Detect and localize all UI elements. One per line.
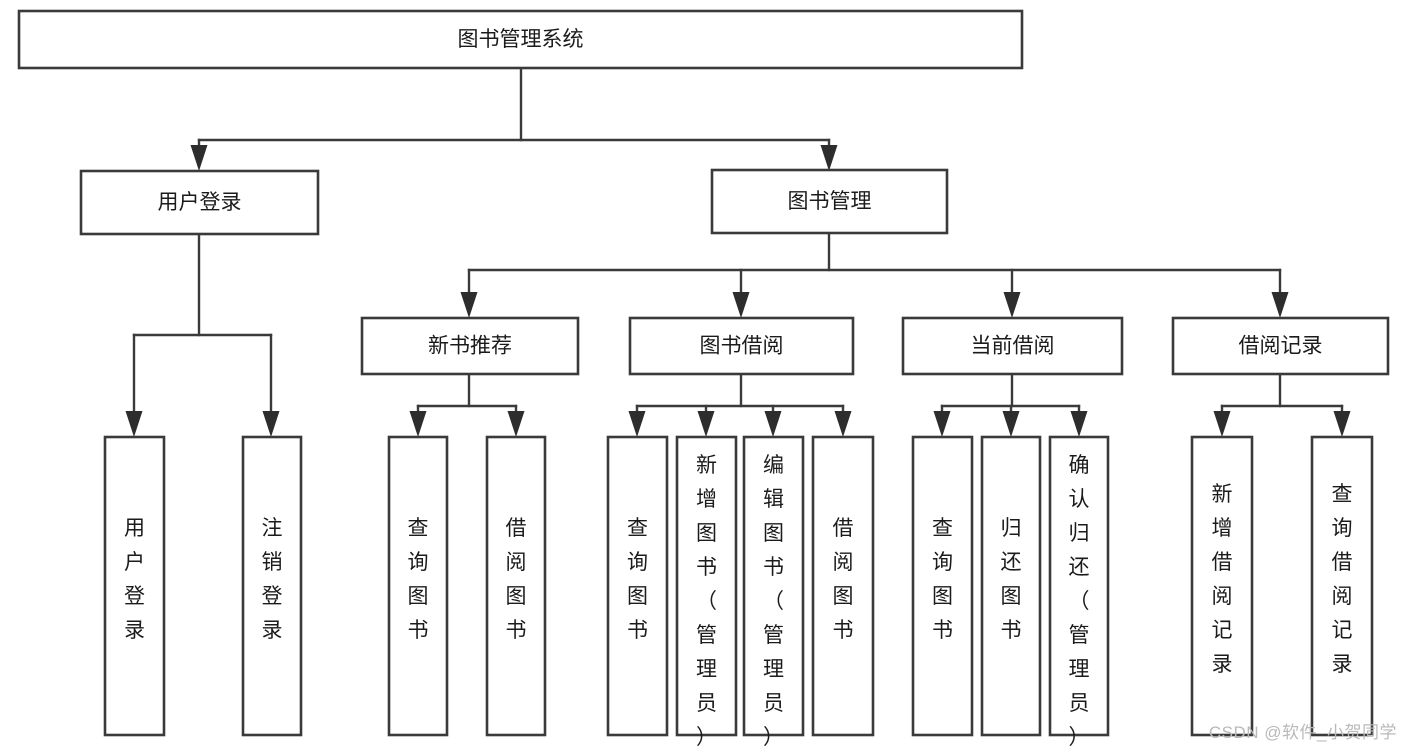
node-leaf-query-record[interactable]: 查询借阅记录 xyxy=(1310,435,1374,737)
node-box[interactable] xyxy=(360,316,580,376)
node-leaf-borrow-book-1[interactable]: 借阅图书 xyxy=(485,435,547,737)
node-box[interactable] xyxy=(1310,435,1374,737)
arrowhead-icon xyxy=(1333,411,1351,437)
arrowhead-icon xyxy=(628,411,646,437)
node-leaf-query-book-3[interactable]: 查询图书 xyxy=(911,435,974,737)
node-label: 新书推荐 xyxy=(428,335,512,358)
arrowhead-icon xyxy=(1002,411,1020,437)
node-label: 当前借阅 xyxy=(971,335,1055,358)
connector-group-book-borrow xyxy=(628,372,852,437)
connector-group-book-manage xyxy=(460,231,1289,318)
node-box[interactable] xyxy=(1190,435,1254,737)
arrowhead-icon xyxy=(262,411,280,437)
node-box[interactable] xyxy=(980,435,1042,737)
arrowhead-icon xyxy=(1003,292,1021,318)
node-box[interactable] xyxy=(1171,316,1390,376)
node-label: 查询图书 xyxy=(408,517,429,642)
node-user-login[interactable]: 用户登录 xyxy=(79,169,320,236)
arrowhead-icon xyxy=(732,292,750,318)
node-layer: 图书管理系统用户登录图书管理新书推荐图书借阅当前借阅借阅记录用户登录注销登录查询… xyxy=(17,9,1390,747)
node-label: 借阅记录 xyxy=(1239,335,1323,358)
arrowhead-icon xyxy=(1213,411,1231,437)
node-box[interactable] xyxy=(911,435,974,737)
node-label: 图书管理系统 xyxy=(458,28,584,51)
node-label: 图书借阅 xyxy=(700,335,784,358)
watermark-text: CSDN @软件_小贺同学 xyxy=(1208,723,1397,742)
node-label: 确认归还（管理员） xyxy=(1069,454,1090,747)
node-label: 借阅图书 xyxy=(506,517,527,642)
node-leaf-logout[interactable]: 注销登录 xyxy=(241,435,303,737)
arrowhead-icon xyxy=(190,145,208,171)
node-current-borrow[interactable]: 当前借阅 xyxy=(901,316,1124,376)
node-leaf-edit-book[interactable]: 编辑图书（管理员） xyxy=(742,435,805,747)
node-box[interactable] xyxy=(1048,435,1110,737)
arrowhead-icon xyxy=(1271,292,1289,318)
node-box[interactable] xyxy=(628,316,855,376)
connector-group-borrow-record xyxy=(1213,372,1351,437)
node-box[interactable] xyxy=(811,435,875,737)
node-box[interactable] xyxy=(901,316,1124,376)
node-label: 查询图书 xyxy=(932,517,953,642)
node-label: 编辑图书（管理员） xyxy=(763,454,784,747)
arrowhead-icon xyxy=(409,411,427,437)
node-borrow-record[interactable]: 借阅记录 xyxy=(1171,316,1390,376)
arrowhead-icon xyxy=(697,411,715,437)
node-label: 查询图书 xyxy=(627,517,648,642)
connector-layer xyxy=(125,66,1351,437)
node-label: 用户登录 xyxy=(158,191,242,214)
node-leaf-add-record[interactable]: 新增借阅记录 xyxy=(1190,435,1254,737)
node-box[interactable] xyxy=(241,435,303,737)
node-leaf-return-book[interactable]: 归还图书 xyxy=(980,435,1042,737)
arrowhead-icon xyxy=(834,411,852,437)
node-label: 查询借阅记录 xyxy=(1332,483,1353,676)
node-leaf-add-book[interactable]: 新增图书（管理员） xyxy=(675,435,738,747)
node-label: 图书管理 xyxy=(788,190,872,213)
arrowhead-icon xyxy=(507,411,525,437)
node-book-manage[interactable]: 图书管理 xyxy=(710,168,949,235)
node-label: 归还图书 xyxy=(1001,517,1022,642)
node-box[interactable] xyxy=(606,435,669,737)
node-new-book-rec[interactable]: 新书推荐 xyxy=(360,316,580,376)
node-label: 新增图书（管理员） xyxy=(696,454,717,747)
node-leaf-borrow-book-2[interactable]: 借阅图书 xyxy=(811,435,875,737)
node-label: 注销登录 xyxy=(262,517,283,642)
connector-group-user-login xyxy=(125,232,280,437)
node-box[interactable] xyxy=(710,168,949,235)
node-box[interactable] xyxy=(742,435,805,737)
node-label: 用户登录 xyxy=(124,517,145,642)
arrowhead-icon xyxy=(460,292,478,318)
connector-group-new-book-rec xyxy=(409,372,525,437)
node-leaf-query-book-1[interactable]: 查询图书 xyxy=(387,435,449,737)
node-book-borrow[interactable]: 图书借阅 xyxy=(628,316,855,376)
arrowhead-icon xyxy=(1070,411,1088,437)
node-leaf-user-login[interactable]: 用户登录 xyxy=(103,435,166,737)
node-box[interactable] xyxy=(79,169,320,236)
arrowhead-icon xyxy=(125,411,143,437)
node-root[interactable]: 图书管理系统 xyxy=(17,9,1024,70)
node-label: 新增借阅记录 xyxy=(1212,483,1233,676)
arrowhead-icon xyxy=(820,145,838,171)
connector-group-current-borrow xyxy=(933,372,1088,437)
node-leaf-confirm-return[interactable]: 确认归还（管理员） xyxy=(1048,435,1110,747)
node-label: 借阅图书 xyxy=(833,517,854,642)
arrowhead-icon xyxy=(764,411,782,437)
arrowhead-icon xyxy=(933,411,951,437)
node-box[interactable] xyxy=(675,435,738,737)
node-box[interactable] xyxy=(485,435,547,737)
node-leaf-query-book-2[interactable]: 查询图书 xyxy=(606,435,669,737)
node-box[interactable] xyxy=(387,435,449,737)
node-box[interactable] xyxy=(17,9,1024,70)
connector-group-root xyxy=(190,66,838,171)
node-box[interactable] xyxy=(103,435,166,737)
